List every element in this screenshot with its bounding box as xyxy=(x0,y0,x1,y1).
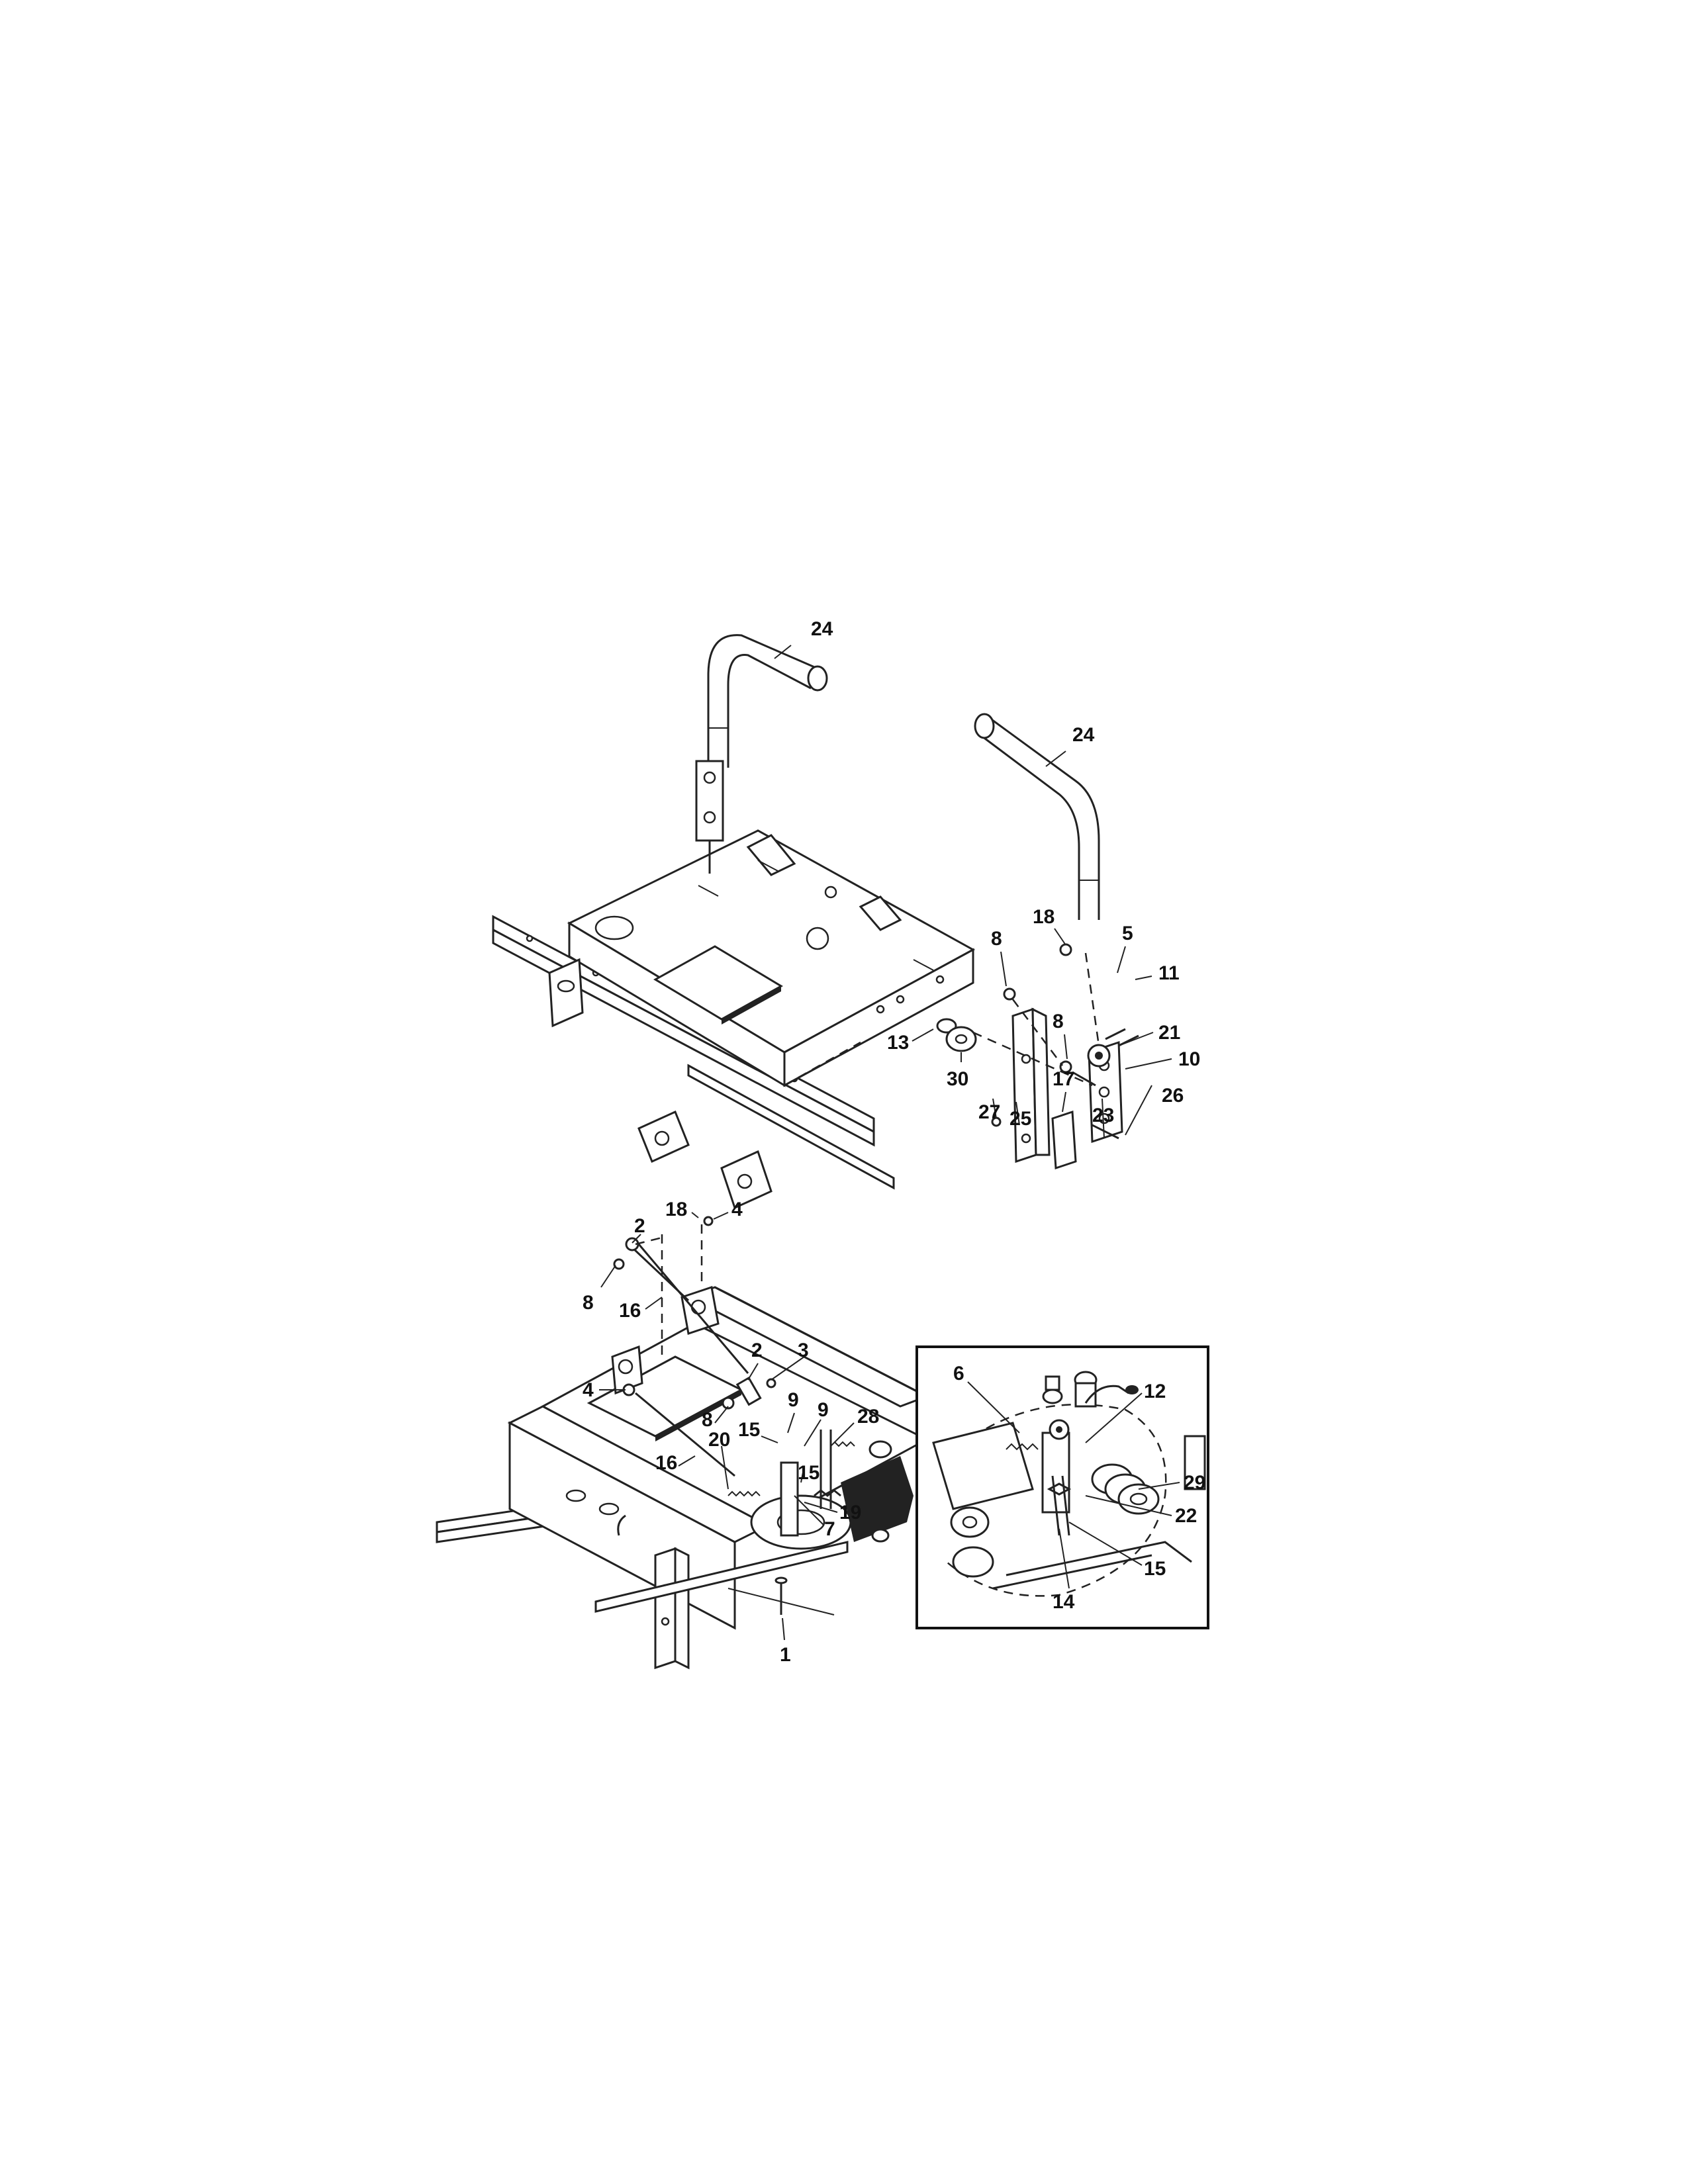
part-label: 15 xyxy=(1144,1558,1166,1580)
right-control-handle xyxy=(974,713,1100,920)
part-label: 9 xyxy=(818,1399,829,1421)
part-label: 28 xyxy=(857,1406,879,1428)
part-label: 10 xyxy=(1178,1048,1200,1070)
bottom-assembly: 18 4 2 8 16 2 3 4 8 9 15 9 28 20 16 15 1… xyxy=(436,1199,941,1670)
leaders-bottom xyxy=(599,1212,855,1641)
left-control-handle xyxy=(695,634,828,874)
part-label: 18 xyxy=(665,1199,687,1220)
part-label: 6 xyxy=(953,1363,964,1385)
part-label: 26 xyxy=(1162,1085,1184,1107)
part-label: 19 xyxy=(839,1502,861,1524)
part-label: 2 xyxy=(751,1340,763,1361)
part-label: 4 xyxy=(731,1199,743,1220)
part-label: 8 xyxy=(702,1409,713,1431)
part-label: 23 xyxy=(1092,1105,1114,1126)
labels-top: 24 24 18 5 8 8 11 21 13 10 30 17 27 25 2… xyxy=(811,618,1200,1130)
part-label: 8 xyxy=(991,928,1002,950)
part-label: 5 xyxy=(1122,923,1133,944)
leaders-top xyxy=(774,645,1172,1139)
lower-control-mechanism xyxy=(727,1430,914,1615)
part-label: 21 xyxy=(1158,1022,1180,1044)
part-label: 29 xyxy=(1184,1472,1205,1494)
part-label: 15 xyxy=(738,1419,760,1441)
part-label: 4 xyxy=(583,1379,594,1401)
labels-bottom: 18 4 2 8 16 2 3 4 8 9 15 9 28 20 16 15 1… xyxy=(583,1199,879,1666)
inset-detail: 6 12 29 22 15 14 xyxy=(915,1345,1209,1629)
main-frame-top xyxy=(548,829,976,1210)
part-label: 24 xyxy=(1072,724,1095,746)
leaders-inset xyxy=(967,1381,1180,1589)
part-label: 8 xyxy=(1053,1011,1064,1032)
part-label: 1 xyxy=(780,1644,791,1666)
part-label: 8 xyxy=(583,1292,594,1314)
part-label: 16 xyxy=(619,1300,641,1322)
part-label: 11 xyxy=(1158,962,1180,984)
part-label: 16 xyxy=(655,1452,677,1474)
part-label: 20 xyxy=(708,1429,730,1451)
part-label: 13 xyxy=(887,1032,909,1054)
top-assembly: 24 24 18 5 8 8 11 21 13 10 30 17 27 25 2… xyxy=(492,618,1200,1210)
part-label: 27 xyxy=(978,1101,1000,1123)
part-label: 7 xyxy=(824,1518,835,1540)
part-label: 22 xyxy=(1175,1505,1197,1527)
part-label: 24 xyxy=(811,618,833,640)
right-mount-hardware xyxy=(936,943,1139,1170)
labels-inset: 6 12 29 22 15 14 xyxy=(953,1363,1205,1613)
part-label: 18 xyxy=(1033,906,1055,928)
part-label: 12 xyxy=(1144,1381,1166,1402)
part-label: 15 xyxy=(798,1462,820,1484)
part-label: 9 xyxy=(788,1389,799,1411)
upper-linkage xyxy=(611,1216,776,1477)
part-label: 17 xyxy=(1053,1068,1074,1090)
part-label: 2 xyxy=(634,1215,645,1237)
part-label: 3 xyxy=(798,1340,809,1361)
part-label: 14 xyxy=(1053,1591,1075,1613)
part-label: 30 xyxy=(947,1068,968,1090)
part-label: 25 xyxy=(1009,1108,1031,1130)
